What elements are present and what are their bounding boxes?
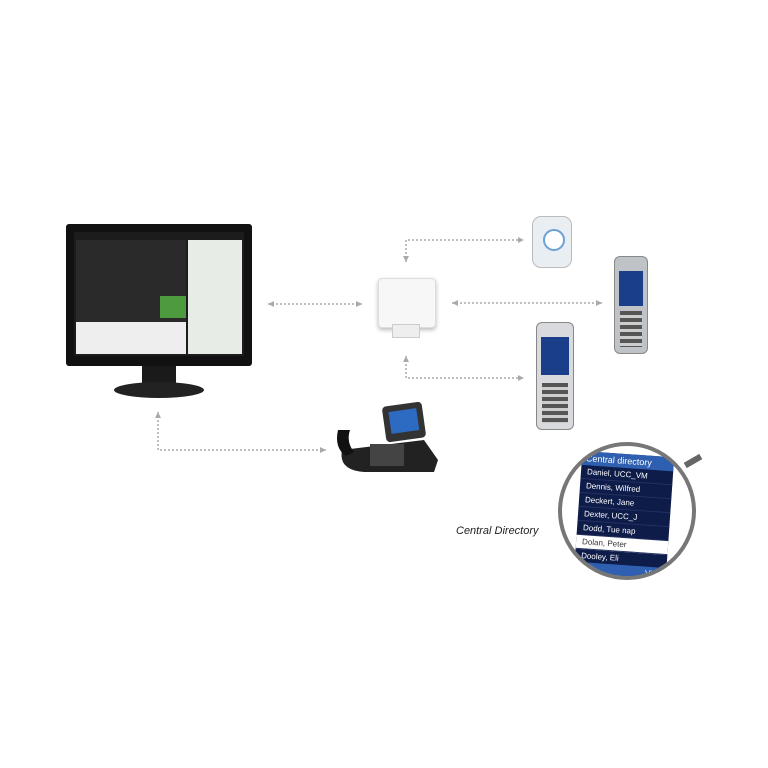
base-station-foot bbox=[392, 324, 420, 338]
call-softkey[interactable]: Call bbox=[577, 563, 593, 574]
connector-hub-pendant bbox=[405, 239, 524, 262]
central-directory-caption: Central Directory bbox=[456, 525, 539, 537]
pendant-alarm-device bbox=[532, 216, 572, 268]
pc-monitor bbox=[66, 224, 252, 366]
dect-base-station bbox=[378, 278, 436, 328]
desk-phone bbox=[337, 401, 438, 472]
directory-screen: Central directory Daniel, UCC_VM Dennis,… bbox=[573, 450, 675, 576]
connector-monitor-deskphone bbox=[157, 412, 326, 451]
console-screen bbox=[74, 232, 244, 356]
monitor-base bbox=[114, 382, 204, 398]
central-directory-magnifier: Central directory Daniel, UCC_VM Dennis,… bbox=[558, 442, 696, 580]
connector-hub-mobile bbox=[405, 356, 524, 379]
dect-handset bbox=[614, 256, 648, 354]
mobile-handset bbox=[536, 322, 574, 430]
